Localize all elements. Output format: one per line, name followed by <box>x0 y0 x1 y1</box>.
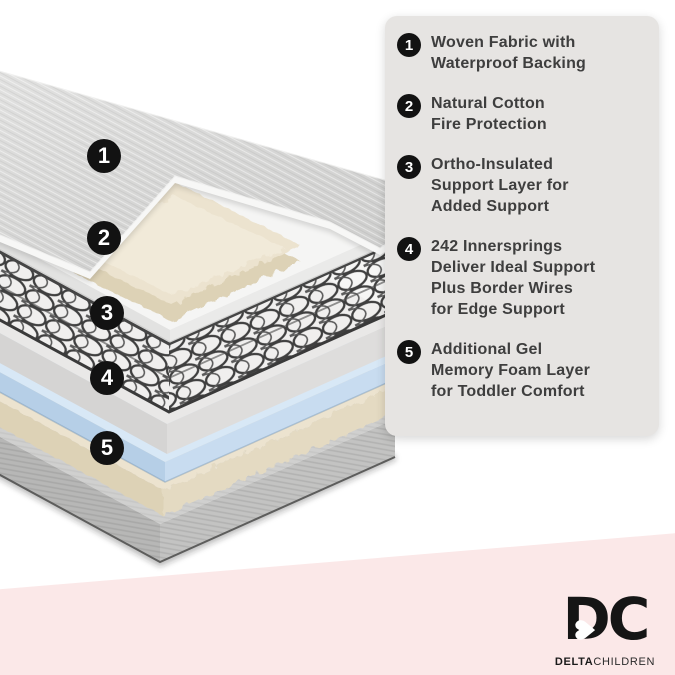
layer-top-fabric-sheet <box>0 70 457 282</box>
brand-children: CHILDREN <box>593 656 656 668</box>
legend-badge-2: 2 <box>397 94 421 118</box>
diagram-badge-1: 1 <box>87 139 121 173</box>
diagram-badge-3: 3 <box>90 296 124 330</box>
legend-line: for Toddler Comfort <box>431 383 585 400</box>
legend-text-4: 242 Innersprings Deliver Ideal Support P… <box>431 236 595 320</box>
brand-wordmark: DELTACHILDREN <box>543 656 667 668</box>
legend-item-2: 2 Natural Cotton Fire Protection <box>397 93 651 135</box>
legend-item-5: 5 Additional Gel Memory Foam Layer for T… <box>397 339 651 402</box>
legend-item-4: 4 242 Innersprings Deliver Ideal Support… <box>397 236 651 320</box>
legend-line: Memory Foam Layer <box>431 362 591 379</box>
legend-line: Waterproof Backing <box>431 55 587 72</box>
legend-line: Woven Fabric with <box>431 34 576 51</box>
diagram-badge-2: 2 <box>87 221 121 255</box>
heart-icon: ♥ <box>571 618 602 642</box>
legend-line: 242 Innersprings <box>431 238 563 255</box>
legend-badge-4: 4 <box>397 237 421 261</box>
legend-line: Added Support <box>431 198 550 215</box>
brand-delta: DELTA <box>554 656 594 668</box>
legend-item-1: 1 Woven Fabric with Waterproof Backing <box>397 32 651 74</box>
delta-children-logo: DC ♥ DELTACHILDREN <box>543 585 667 668</box>
dc-letters: DC <box>563 586 648 650</box>
legend-badge-3: 3 <box>397 155 421 179</box>
legend-item-3: 3 Ortho-Insulated Support Layer for Adde… <box>397 154 651 217</box>
legend-text-5: Additional Gel Memory Foam Layer for Tod… <box>431 339 590 402</box>
legend-text-2: Natural Cotton Fire Protection <box>431 93 547 135</box>
dc-monogram: DC ♥ <box>563 585 651 653</box>
legend-line: Support Layer for <box>431 177 569 194</box>
legend-badge-5: 5 <box>397 340 421 364</box>
legend-panel: 1 Woven Fabric with Waterproof Backing 2… <box>385 16 659 436</box>
legend-line: Ortho-Insulated <box>431 156 554 173</box>
legend-badge-1: 1 <box>397 33 421 57</box>
legend-line: Additional Gel <box>431 341 543 358</box>
layer-cotton-pad <box>55 182 300 321</box>
legend-line: Plus Border Wires <box>431 280 573 297</box>
layer-innersprings <box>0 237 405 414</box>
legend-line: Fire Protection <box>431 116 547 133</box>
diagram-badge-4: 4 <box>90 361 124 395</box>
legend-line: Natural Cotton <box>431 95 545 112</box>
legend-line: Deliver Ideal Support <box>431 259 596 276</box>
legend-line: for Edge Support <box>431 301 565 318</box>
diagram-badge-5: 5 <box>90 431 124 465</box>
legend-text-3: Ortho-Insulated Support Layer for Added … <box>431 154 569 217</box>
legend-text-1: Woven Fabric with Waterproof Backing <box>431 32 586 74</box>
